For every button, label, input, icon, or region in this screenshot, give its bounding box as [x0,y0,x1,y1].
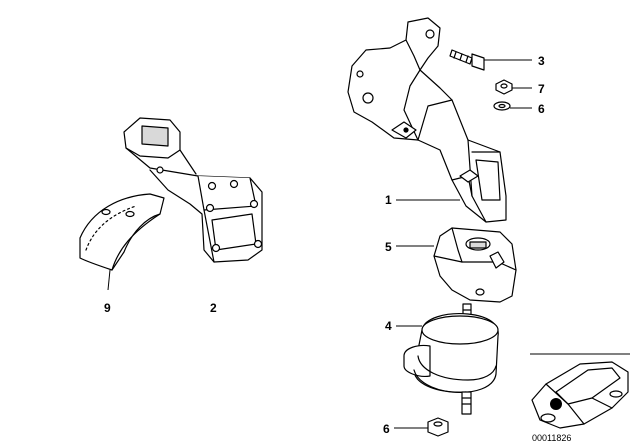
callout-6-lower: 6 [383,422,390,436]
callout-4: 4 [385,319,392,333]
callout-1: 1 [385,193,392,207]
callout-5: 5 [385,240,392,254]
callout-9: 9 [104,301,111,315]
car-locator-inset: 00011826 [530,353,630,443]
bolt-part-3[interactable] [449,49,485,71]
location-marker-icon [550,398,562,410]
heat-shield-part-9[interactable] [79,193,165,271]
car-silhouette-icon [531,361,629,429]
nut-part-7[interactable] [495,79,513,95]
engine-mount-part-4[interactable] [403,303,499,415]
washer-part-6[interactable] [493,101,511,111]
callout-2: 2 [210,301,217,315]
leader-9 [107,269,111,291]
nut-part-6-lower[interactable] [427,417,449,437]
callout-3: 3 [538,54,545,68]
rubber-mount-part-5[interactable] [433,227,517,303]
document-number: 00011826 [532,433,571,443]
bracket-part-2[interactable] [123,117,263,263]
bracket-part-1[interactable] [347,17,507,223]
callout-labels: 1 2 3 4 5 6 6 7 9 [104,54,545,436]
callout-6-upper: 6 [538,102,545,116]
callout-7: 7 [538,82,545,96]
leader-lines [107,59,532,429]
